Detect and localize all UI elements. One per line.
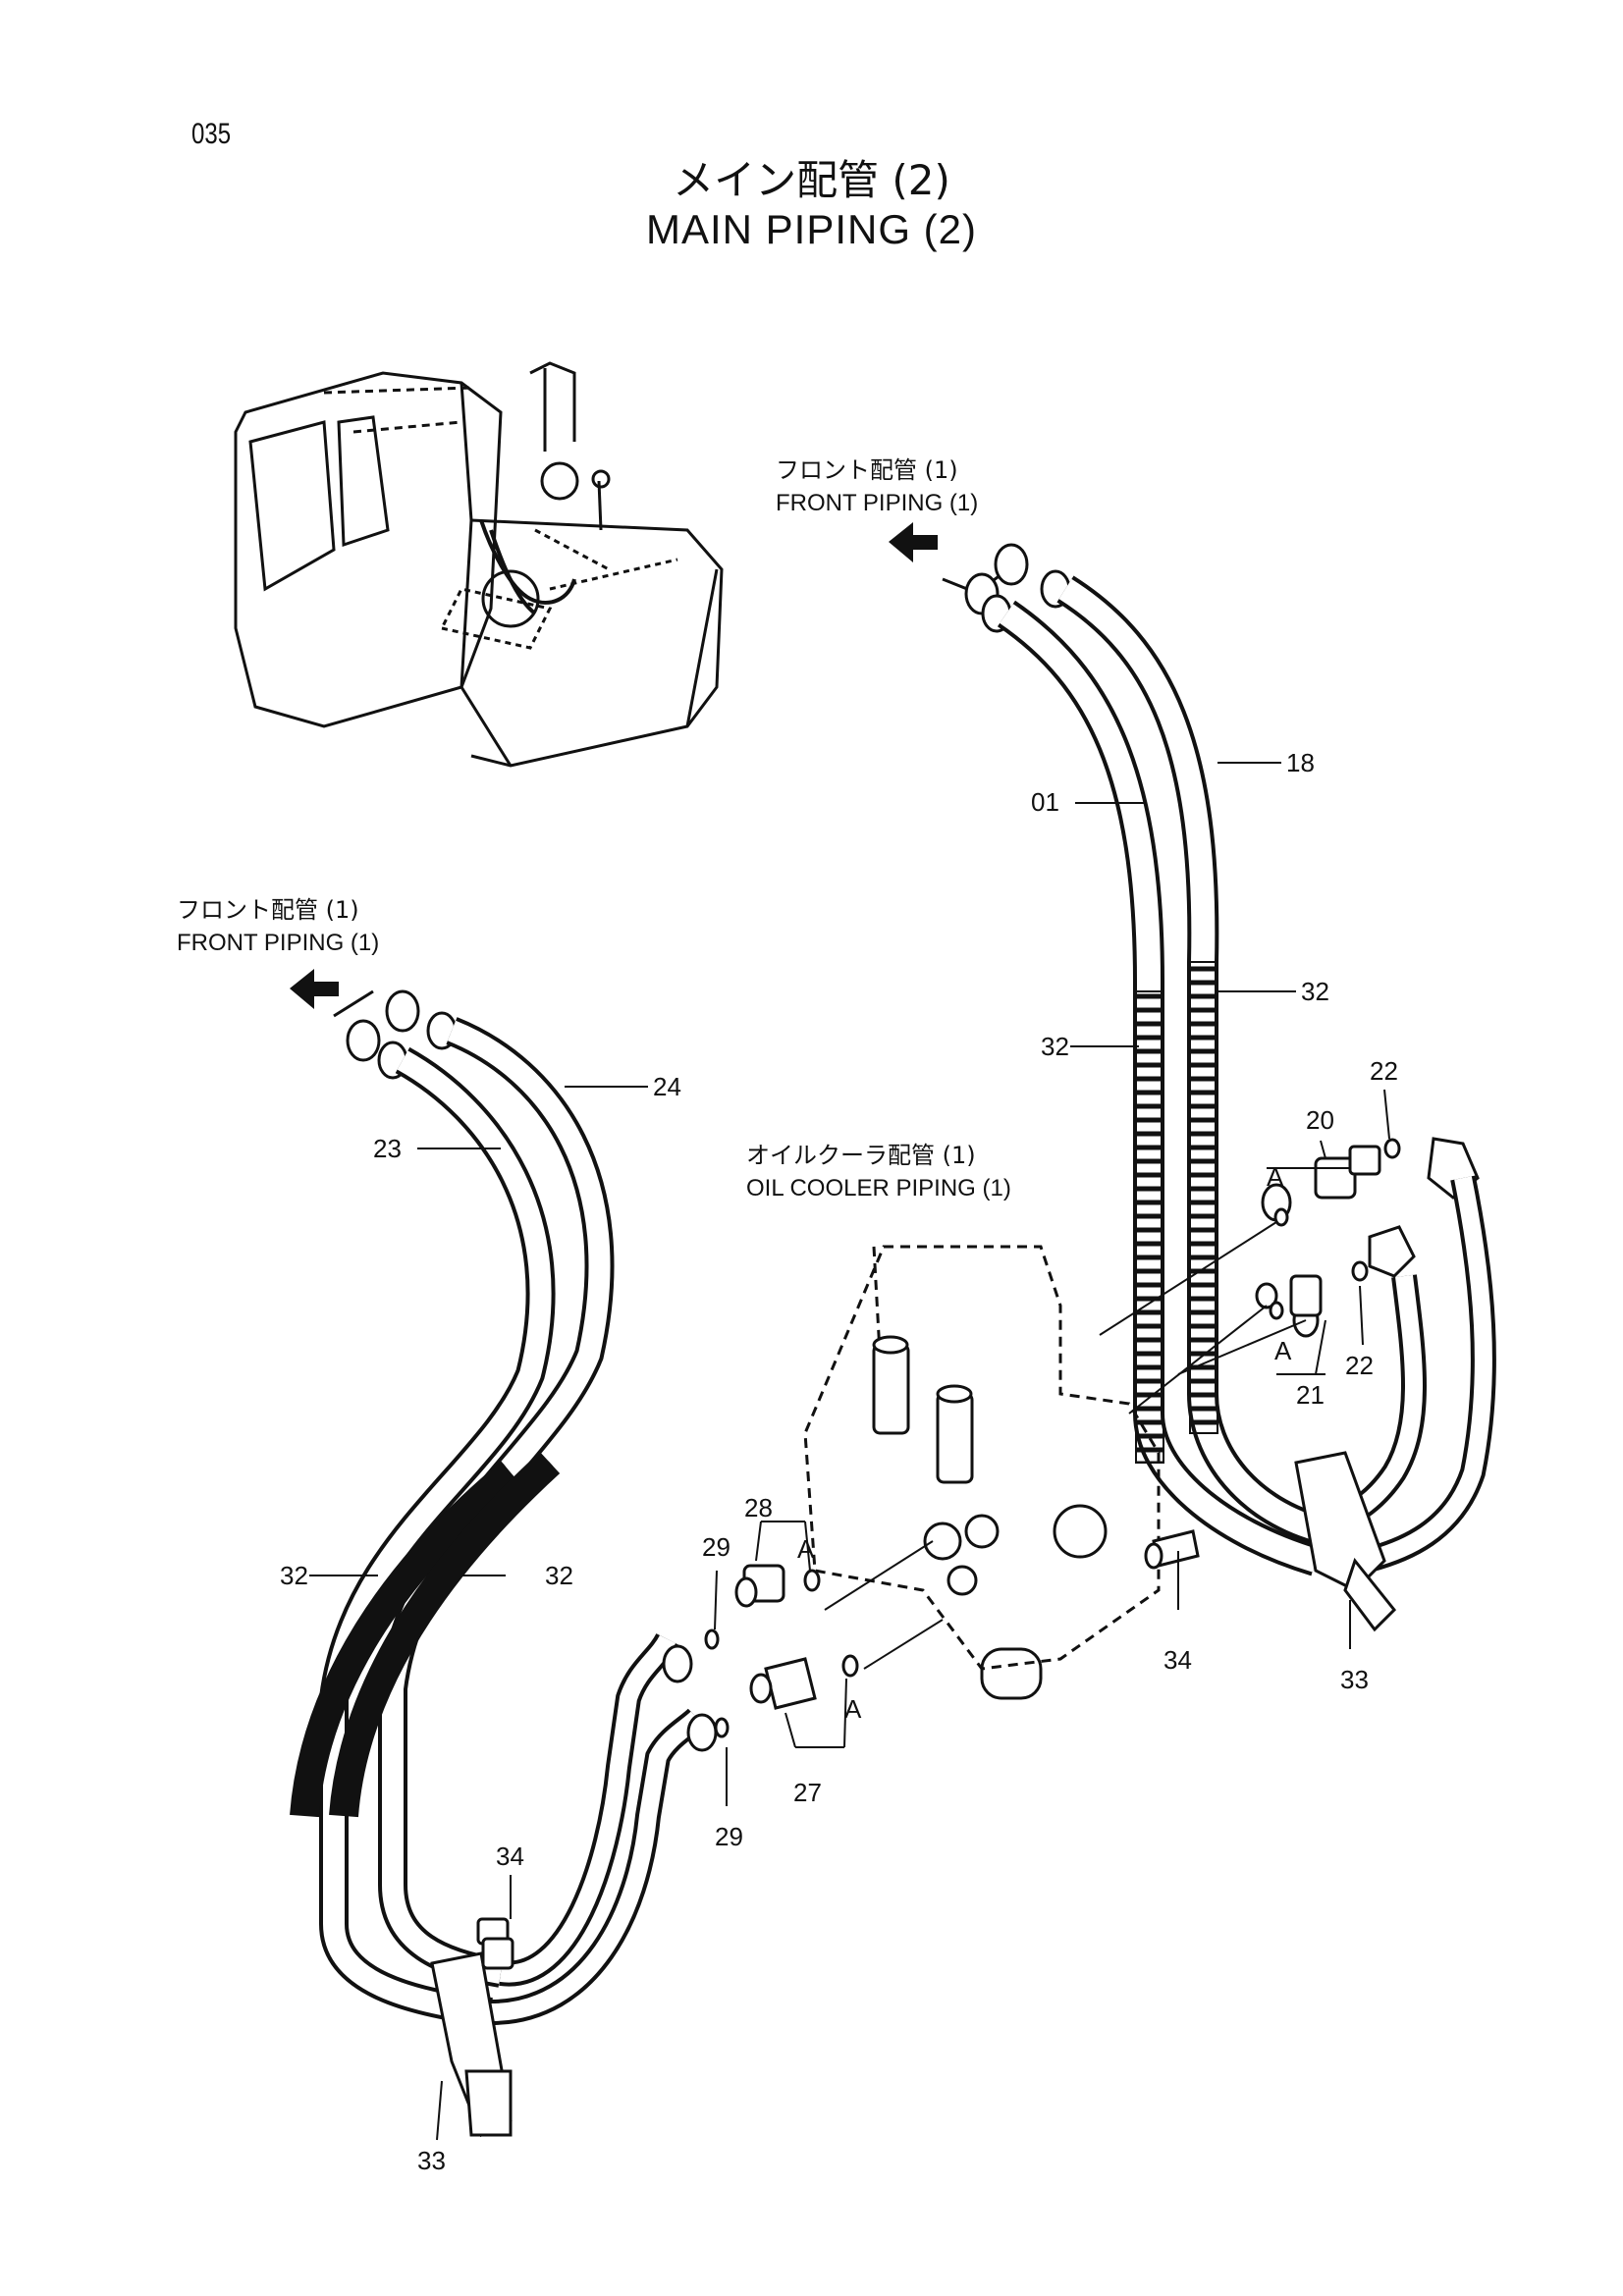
part-label-29-bottom: 29 — [715, 1822, 743, 1851]
reference-oil-cooler-piping: オイルクーラ配管 (1) OIL COOLER PIPING (1) — [746, 1139, 1011, 1205]
part-label-24: 24 — [653, 1072, 681, 1101]
page-title-japanese: メイン配管 (2) — [673, 156, 950, 204]
port-label-a-2: A — [1274, 1336, 1292, 1365]
page-title-english: MAIN PIPING (2) — [645, 206, 978, 252]
part-labels: 01 18 32 32 22 20 22 21 24 23 32 32 28 2… — [280, 748, 1398, 2175]
part-label-28: 28 — [744, 1493, 773, 1522]
hose-protector-right-a — [1135, 990, 1164, 1464]
part-label-34-left: 34 — [496, 1842, 524, 1871]
part-label-22-top: 22 — [1370, 1056, 1398, 1086]
control-valve-outline — [803, 1245, 1161, 1700]
part-label-32-right-a: 32 — [1301, 977, 1329, 1006]
right-fittings — [1144, 1137, 1496, 1632]
right-hose-group — [889, 522, 1330, 1576]
part-label-21: 21 — [1296, 1380, 1325, 1410]
excavator-overview — [234, 361, 724, 768]
part-label-33-left: 33 — [417, 2146, 446, 2175]
reference-oil-cooler-piping-en: OIL COOLER PIPING (1) — [746, 1175, 1011, 1201]
reference-front-piping-right-jp: フロント配管 (1) — [776, 456, 958, 484]
part-label-33-right: 33 — [1340, 1665, 1369, 1694]
left-fittings — [430, 1564, 859, 2138]
hose-protector-right-b — [1189, 961, 1218, 1434]
reference-front-piping-right-en: FRONT PIPING (1) — [776, 490, 979, 516]
part-label-32-left-b: 32 — [545, 1561, 573, 1590]
part-label-29-top: 29 — [702, 1532, 730, 1562]
part-label-01: 01 — [1031, 787, 1059, 817]
page-number: 035 — [191, 118, 232, 150]
reference-front-piping-left-en: FRONT PIPING (1) — [177, 930, 380, 956]
part-label-32-right-b: 32 — [1041, 1032, 1069, 1061]
arrow-to-front-piping-left — [290, 969, 339, 1009]
reference-front-piping-left-jp: フロント配管 (1) — [177, 896, 359, 924]
part-label-18: 18 — [1286, 748, 1315, 777]
part-label-22-mid: 22 — [1345, 1351, 1374, 1380]
reference-oil-cooler-piping-jp: オイルクーラ配管 (1) — [746, 1142, 976, 1169]
port-label-a-3: A — [797, 1534, 815, 1564]
part-label-20: 20 — [1306, 1105, 1334, 1135]
part-label-27: 27 — [793, 1778, 822, 1807]
port-label-a-1: A — [1267, 1162, 1284, 1192]
part-label-23: 23 — [373, 1134, 402, 1163]
reference-front-piping-left: フロント配管 (1) FRONT PIPING (1) — [177, 893, 379, 960]
arrow-to-front-piping-right — [889, 522, 938, 562]
reference-front-piping-right: フロント配管 (1) FRONT PIPING (1) — [776, 454, 978, 520]
part-label-34-right: 34 — [1163, 1645, 1192, 1675]
leader-lines — [309, 762, 1390, 2141]
left-hose-group — [290, 969, 718, 2027]
port-label-a-4: A — [844, 1694, 862, 1724]
part-label-32-left-a: 32 — [280, 1561, 308, 1590]
